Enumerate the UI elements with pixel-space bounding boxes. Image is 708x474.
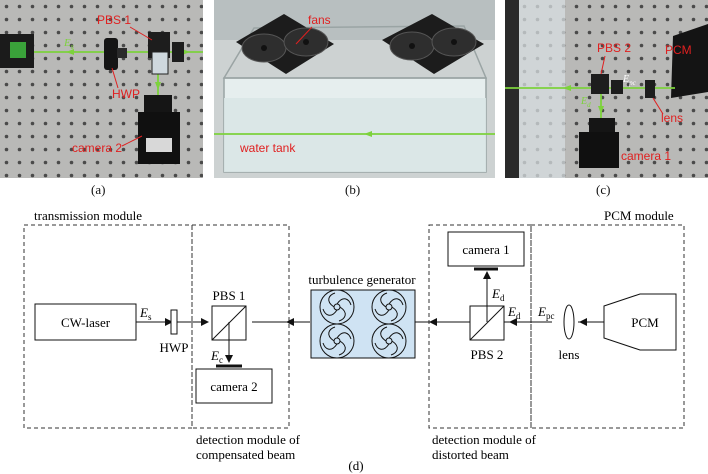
label-water-tank: water tank <box>239 141 296 155</box>
lens-mount <box>645 80 655 98</box>
pbs2-label: PBS 2 <box>471 347 504 362</box>
title-transmission-module: transmission module <box>34 208 142 223</box>
det-dist-caption-1: detection module of <box>432 432 537 447</box>
epc-label: Epc <box>537 304 554 321</box>
title-pcm-module: PCM module <box>604 208 674 223</box>
label-pcm: PCM <box>665 43 692 57</box>
label-camera1: camera 1 <box>621 149 671 163</box>
photo-b: fans water tank <box>214 0 495 178</box>
fan-unit-left <box>236 14 334 74</box>
caption-c: (c) <box>596 182 611 197</box>
camera1 <box>447 231 525 267</box>
photo-c-epc-symbol: Epc <box>622 74 637 87</box>
ed-label-horizontal: Ed <box>507 304 521 321</box>
pcm <box>603 293 677 351</box>
det-comp-caption-1: detection module of <box>196 432 301 447</box>
ed-label-vertical: Ed <box>491 286 505 303</box>
turbulence-label: turbulence generator <box>308 272 416 287</box>
caption-b: (b) <box>345 182 361 197</box>
camera1-label: camera 1 <box>462 242 509 257</box>
pcm-module-box <box>530 224 685 429</box>
cw-laser-label: CW-laser <box>61 315 111 330</box>
label-camera2: camera 2 <box>72 141 122 155</box>
camera1-body <box>579 132 619 168</box>
setup-diagram: transmission module PCM module CW-laser … <box>23 208 685 473</box>
label-lens: lens <box>661 111 683 125</box>
photo-a: Es PBS 1 HWP camera 2 <box>0 0 203 178</box>
det-comp-caption-2: compensated beam <box>196 447 295 462</box>
fan-unit-right <box>382 14 484 74</box>
hwp-mount <box>104 38 118 70</box>
source-camera-indicator <box>10 42 26 58</box>
pcm-device <box>671 24 708 98</box>
label-pbs2: PBS 2 <box>597 41 631 55</box>
hwp-label: HWP <box>160 340 189 355</box>
caption-a: (a) <box>91 182 106 197</box>
label-pbs1: PBS 1 <box>97 13 131 27</box>
pbs1-label: PBS 1 <box>213 288 246 303</box>
hwp <box>170 309 178 335</box>
compensated-detection-box <box>191 224 290 429</box>
lens <box>563 304 575 340</box>
ec-label: Ec <box>210 348 223 365</box>
pcm-label: PCM <box>631 315 659 330</box>
camera2-label: camera 2 <box>210 379 257 394</box>
label-hwp: HWP <box>112 87 140 101</box>
cw-laser <box>34 303 137 341</box>
photo-a-e-symbol: Es <box>63 37 74 51</box>
photo-c-scene: Epc Ed PBS 2 PCM lens camera 1 <box>505 0 708 178</box>
photo-b-scene: fans water tank <box>214 0 495 178</box>
photo-c: Epc Ed PBS 2 PCM lens camera 1 <box>505 0 708 178</box>
camera2 <box>195 368 273 404</box>
photo-a-scene: Es PBS 1 HWP camera 2 <box>0 0 203 178</box>
es-label: Es <box>139 305 152 322</box>
photo-c-ed-symbol: Ed <box>580 96 591 109</box>
pbs2-holder <box>591 74 609 94</box>
turbulence-generator <box>310 289 416 359</box>
label-fans: fans <box>308 13 331 27</box>
caption-d: (d) <box>348 458 363 473</box>
lens-label: lens <box>559 347 580 362</box>
det-dist-caption-2: distorted beam <box>432 447 509 462</box>
